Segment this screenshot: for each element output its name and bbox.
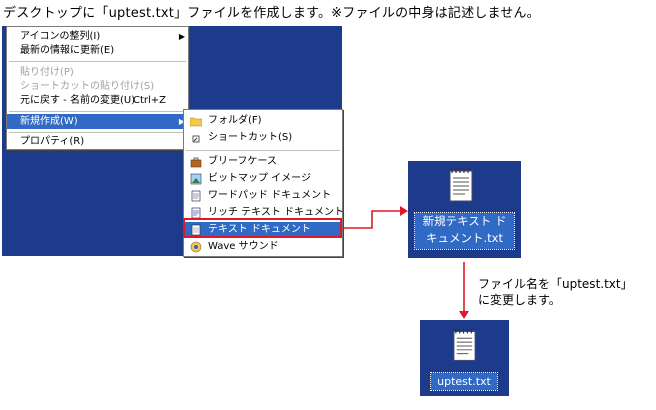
submenu-item-label: Wave サウンド: [208, 241, 279, 252]
submenu-item-label: ブリーフケース: [208, 156, 277, 167]
submenu-item-label: ショートカット(S): [208, 132, 293, 143]
menu-item-shortcut: Ctrl+Z: [133, 95, 167, 106]
arrowhead-right-icon: [400, 206, 408, 216]
briefcase-icon: [190, 157, 202, 168]
notepad-icon[interactable]: [452, 327, 477, 363]
menu-item-paste-shortcut: ショートカットの貼り付け(S): [7, 79, 188, 94]
highlight-box: [183, 218, 342, 238]
submenu-item-text-document[interactable]: テキスト ドキュメント: [184, 222, 342, 238]
menu-item-label: 貼り付け(P): [20, 67, 74, 78]
desktop-context-menu: アイコンの整列(I) ▶ 最新の情報に更新(E) 貼り付け(P) ショートカット…: [6, 26, 189, 150]
submenu-item-label: ビットマップ イメージ: [208, 173, 311, 184]
submenu-item-wave-sound[interactable]: Wave サウンド: [184, 239, 342, 255]
instruction-heading: デスクトップに「uptest.txt」ファイルを作成します。※ファイルの中身は記…: [3, 6, 540, 21]
menu-separator: [9, 111, 186, 112]
submenu-arrow-icon: ▶: [178, 32, 185, 41]
bitmap-icon: [190, 173, 202, 185]
renamed-filename-label[interactable]: uptest.txt: [430, 372, 498, 391]
folder-icon: [190, 117, 202, 127]
filename-line: キュメント.txt: [426, 231, 503, 245]
submenu-separator: [186, 150, 340, 151]
submenu-item-folder[interactable]: フォルダ(F): [184, 113, 342, 129]
submenu-item-label: ワードパッド ドキュメント: [208, 190, 332, 201]
arrow-line: [342, 210, 400, 229]
submenu-arrow-icon: ▶: [178, 117, 185, 126]
notepad-icon[interactable]: [448, 167, 474, 203]
submenu-item-wordpad[interactable]: ワードパッド ドキュメント: [184, 188, 342, 204]
note-line: ファイル名を「uptest.txt」: [478, 277, 633, 291]
menu-item-label: ショートカットの貼り付け(S): [20, 81, 155, 92]
menu-item-label: 新規作成(W): [20, 116, 78, 127]
filename-edit-box[interactable]: 新規テキスト ド キュメント.txt: [414, 212, 515, 250]
menu-separator: [9, 132, 186, 133]
menu-item-label: 元に戻す - 名前の変更(U): [20, 95, 136, 106]
filename-line: 新規テキスト ド: [422, 214, 507, 228]
menu-item-paste: 貼り付け(P): [7, 65, 188, 80]
submenu-item-bitmap[interactable]: ビットマップ イメージ: [184, 171, 342, 187]
menu-separator: [9, 61, 186, 62]
desktop-panel-new-file: 新規テキスト ド キュメント.txt: [408, 161, 521, 258]
textdoc-icon: [191, 224, 201, 236]
menu-item-arrange-icons[interactable]: アイコンの整列(I) ▶: [7, 29, 188, 44]
submenu-item-briefcase[interactable]: ブリーフケース: [184, 154, 342, 170]
menu-item-refresh[interactable]: 最新の情報に更新(E): [7, 43, 188, 58]
menu-item-properties[interactable]: プロパティ(R): [7, 134, 188, 149]
rename-note: ファイル名を「uptest.txt」 に変更します。: [478, 276, 633, 308]
submenu-item-label: テキスト ドキュメント: [208, 224, 311, 235]
menu-item-new[interactable]: 新規作成(W) ▶: [7, 114, 188, 129]
new-submenu: フォルダ(F) ショートカット(S) ブリーフケース ビットマップ イメージ ワ…: [183, 109, 345, 257]
note-line: に変更します。: [478, 293, 561, 307]
submenu-item-shortcut[interactable]: ショートカット(S): [184, 130, 342, 146]
submenu-item-label: リッチ テキスト ドキュメント: [208, 207, 345, 218]
desktop-panel-renamed-file: uptest.txt: [420, 320, 509, 396]
menu-item-label: 最新の情報に更新(E): [20, 45, 115, 56]
menu-item-label: アイコンの整列(I): [20, 31, 101, 42]
menu-item-label: プロパティ(R): [20, 136, 85, 147]
wave-sound-icon: [190, 241, 202, 253]
wordpad-icon: [191, 190, 201, 202]
arrowhead-down-icon: [459, 311, 469, 319]
submenu-item-label: フォルダ(F): [208, 115, 262, 126]
shortcut-icon: [192, 135, 200, 143]
menu-item-undo-rename[interactable]: 元に戻す - 名前の変更(U) Ctrl+Z: [7, 93, 188, 108]
